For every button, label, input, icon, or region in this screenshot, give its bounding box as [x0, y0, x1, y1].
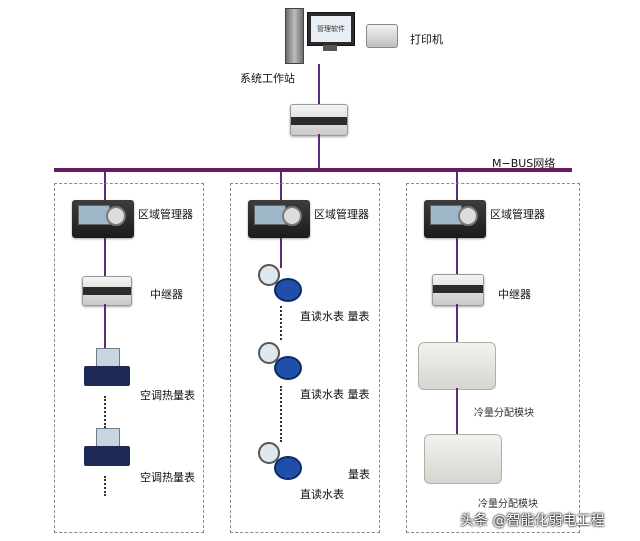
workstation-label: 系统工作站: [240, 72, 295, 85]
printer-label: 打印机: [410, 33, 443, 46]
link-controller-bus: [318, 134, 320, 168]
bus-drop-2: [280, 172, 282, 202]
link-col3-a: [456, 238, 458, 274]
dotted-link-col2-a: [280, 306, 282, 340]
repeater-3: [432, 274, 484, 306]
heat-meter-1-label: 空调热量表: [140, 389, 195, 402]
water-meter-icon: [256, 264, 304, 302]
workstation: 管理软件: [285, 6, 355, 64]
water-meter-3-top-label: 量表: [348, 468, 370, 481]
server-tower-icon: [285, 8, 304, 64]
monitor-screen-text: 管理软件: [311, 16, 351, 42]
central-controller: [290, 104, 348, 136]
water-meter-icon: [256, 342, 304, 380]
dotted-link-col2-b: [280, 386, 282, 442]
link-col1-b: [104, 304, 106, 350]
water-meter-3-bottom-label: 直读水表: [300, 488, 344, 501]
zone-manager-1-label: 区域管理器: [138, 208, 193, 221]
cooling-module-2: [424, 434, 502, 484]
heat-meter-2-label: 空调热量表: [140, 471, 195, 484]
bus-drop-3: [456, 172, 458, 202]
link-workstation-controller: [318, 64, 320, 104]
zone-manager-1: [72, 200, 134, 238]
dotted-tail-col1: [104, 476, 106, 496]
mbus-label: M−BUS网络: [492, 157, 556, 170]
cooling-module-1: [418, 342, 496, 390]
water-meter-icon: [256, 442, 304, 480]
zone-column-3: [406, 183, 580, 533]
link-col2-a: [280, 238, 282, 268]
water-meter-2-label: 直读水表 量表: [300, 388, 370, 401]
watermark: 头条 @智能化弱电工程: [460, 513, 605, 529]
zone-column-1: [54, 183, 204, 533]
link-col3-c: [456, 388, 458, 434]
cooling-module-1-label: 冷量分配模块: [474, 408, 534, 419]
zone-manager-2: [248, 200, 310, 238]
mbus-line: [54, 168, 572, 172]
zone-manager-3: [424, 200, 486, 238]
heat-meter-icon: [82, 348, 134, 392]
zone-column-2: [230, 183, 380, 533]
monitor-icon: 管理软件: [307, 12, 355, 46]
cooling-module-2-label: 冷量分配模块: [478, 499, 538, 510]
printer-icon: [366, 24, 398, 48]
repeater-3-label: 中继器: [498, 288, 531, 301]
dotted-link-col1: [104, 396, 106, 428]
link-col1-a: [104, 238, 106, 276]
zone-manager-2-label: 区域管理器: [314, 208, 369, 221]
repeater-1: [82, 276, 132, 306]
water-meter-1-label: 直读水表 量表: [300, 310, 370, 323]
zone-manager-3-label: 区域管理器: [490, 208, 545, 221]
link-col3-b: [456, 304, 458, 344]
heat-meter-icon: [82, 428, 134, 472]
repeater-1-label: 中继器: [150, 288, 183, 301]
bus-drop-1: [104, 172, 106, 202]
